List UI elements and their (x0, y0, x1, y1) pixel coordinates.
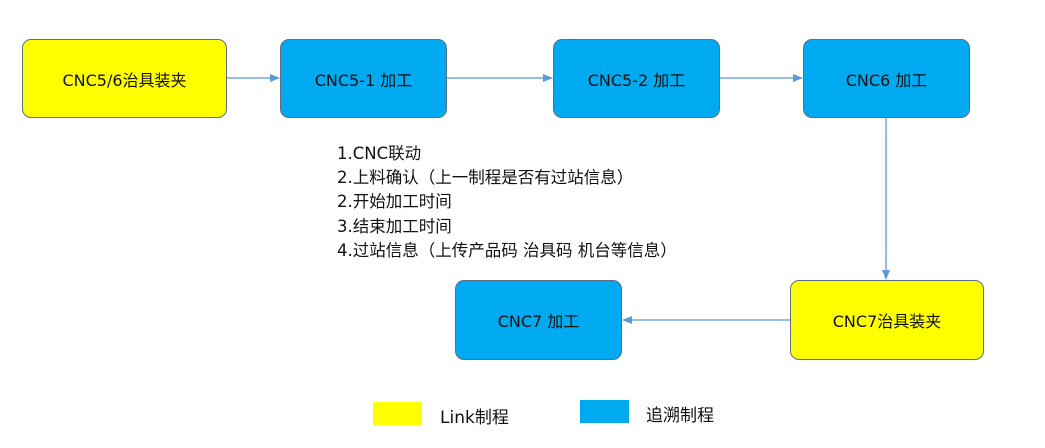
legend-label-link: Link制程 (440, 408, 509, 428)
node-cnc5-2: CNC5-2 加工 (553, 39, 720, 118)
node-cnc7-fixture: CNC7治具装夹 (790, 280, 984, 360)
legend-label-trace: 追溯制程 (646, 406, 714, 426)
note-line: 1.CNC联动 (337, 144, 422, 163)
note-line: 2.开始加工时间 (337, 192, 452, 212)
note-line: 3.结束加工时间 (337, 216, 452, 236)
node-cnc56-fixture: CNC5/6治具装夹 (22, 39, 227, 118)
legend-swatch-link (373, 402, 422, 425)
note-line: 4.过站信息（上传产品码 治具码 机台等信息） (337, 240, 677, 260)
node-cnc7: CNC7 加工 (455, 280, 622, 360)
node-cnc6: CNC6 加工 (803, 39, 970, 118)
process-notes: 1.CNC联动 2.上料确认（上一制程是否有过站信息） 2.开始加工时间 3.结… (337, 142, 677, 263)
legend-swatch-trace (580, 400, 629, 423)
note-line: 2.上料确认（上一制程是否有过站信息） (337, 168, 634, 188)
node-cnc5-1: CNC5-1 加工 (280, 39, 447, 118)
